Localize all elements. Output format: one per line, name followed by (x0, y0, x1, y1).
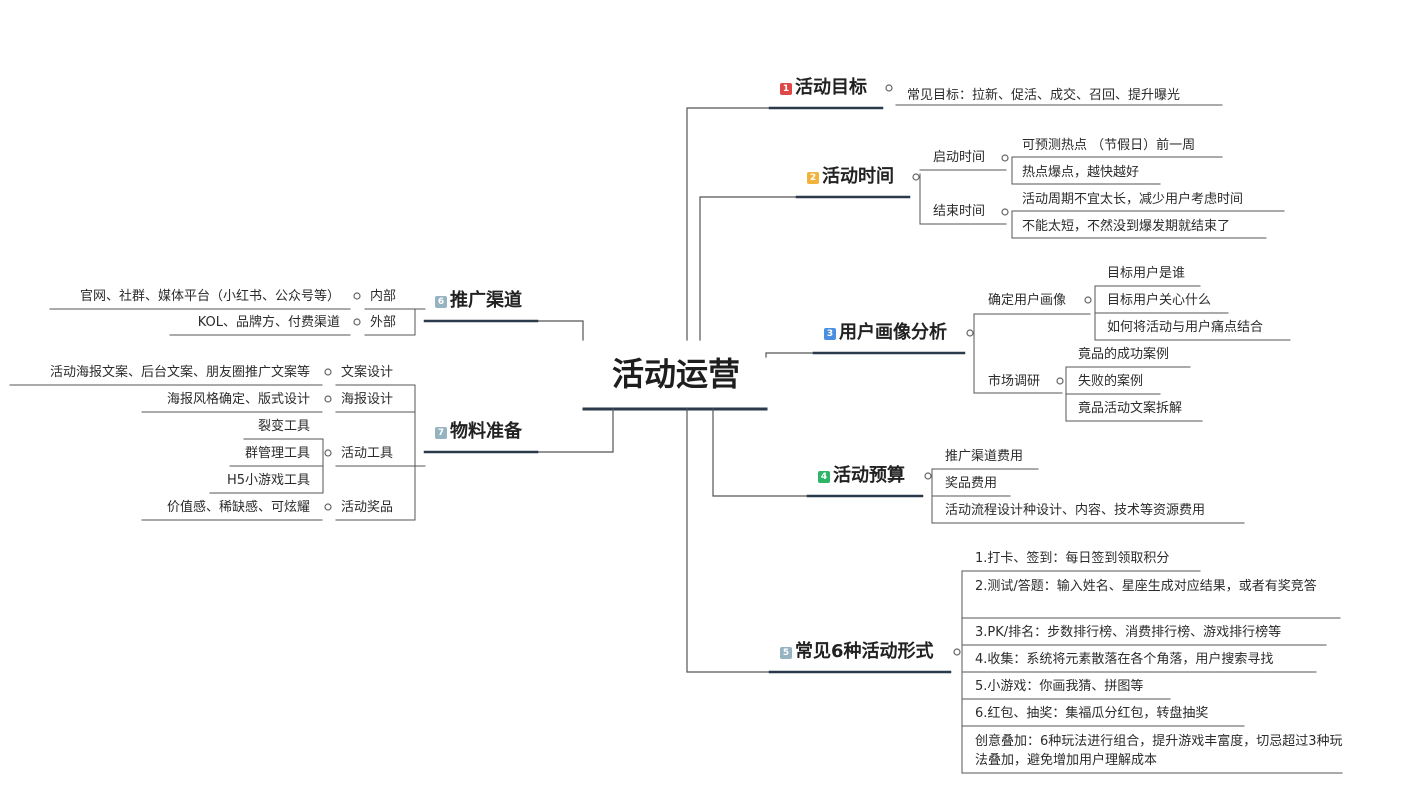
material-tools-item[interactable]: 裂变工具 (257, 419, 310, 434)
link-root-forms (686, 408, 771, 673)
material-prize-item[interactable]: 价值感、稀缺感、可炫耀 (166, 500, 310, 515)
material-copy-label[interactable]: 文案设计 (341, 365, 394, 380)
branch-material-title: 物料准备 (450, 421, 522, 442)
badge-channel: 6 (435, 296, 447, 308)
persona-research-item[interactable]: 竟品活动文案拆解 (1078, 401, 1183, 416)
persona-confirm-label[interactable]: 确定用户画像 (988, 293, 1067, 308)
collapse-dot-start (1001, 154, 1009, 162)
collapse-dot-confirm (1084, 296, 1092, 304)
material-poster-item[interactable]: 海报风格确定、版式设计 (166, 392, 310, 407)
budget-item[interactable]: 推广渠道费用 (945, 449, 1024, 464)
link-root-time (699, 196, 798, 341)
material-copy-item[interactable]: 活动海报文案、后台文案、朋友圈推广文案等 (49, 365, 310, 380)
collapse-dot-goal (885, 84, 893, 92)
goal-item[interactable]: 常见目标：拉新、促活、成交、召回、提升曝光 (907, 88, 1181, 103)
forms-item[interactable]: 2.测试/答题：输入姓名、星座生成对应结果，或者有奖竞答 (975, 579, 1317, 594)
channel-internal-label[interactable]: 内部 (370, 289, 397, 304)
channel-external-item[interactable]: KOL、品牌方、付费渠道 (197, 315, 340, 330)
link-root-persona (765, 352, 815, 358)
badge-material: 7 (435, 427, 447, 439)
link-root-channel (536, 320, 584, 341)
branch-time-title: 活动时间 (822, 166, 894, 187)
collapse-dot-external (353, 318, 361, 326)
material-tools-item[interactable]: H5小游戏工具 (226, 473, 310, 488)
time-end-item[interactable]: 不能太短，不然没到爆发期就结束了 (1022, 219, 1231, 234)
time-end-label[interactable]: 结束时间 (933, 204, 986, 219)
material-tools-label[interactable]: 活动工具 (341, 446, 394, 461)
material-poster-label[interactable]: 海报设计 (341, 392, 394, 407)
collapse-dot-research (1056, 377, 1064, 385)
badge-goal: 1 (780, 83, 792, 95)
persona-confirm-item[interactable]: 目标用户是谁 (1107, 266, 1186, 281)
branch-forms-title: 常见6种活动形式 (795, 641, 934, 662)
collapse-dot-time (912, 173, 920, 181)
badge-persona: 3 (824, 328, 836, 340)
time-start-item[interactable]: 可预测热点 （节假日）前一周 (1022, 138, 1196, 153)
badge-forms: 5 (780, 647, 792, 659)
branch-goal-title: 活动目标 (795, 77, 867, 98)
collapse-dot-poster (324, 395, 332, 403)
collapse-dot-internal (353, 292, 361, 300)
forms-item[interactable]: 6.红包、抽奖：集福瓜分红包，转盘抽奖 (975, 706, 1209, 721)
collapse-dot-prize (324, 503, 332, 511)
link-root-goal (686, 107, 771, 341)
branch-budget-title: 活动预算 (833, 465, 905, 486)
collapse-dot-forms (953, 648, 961, 656)
persona-research-item[interactable]: 竟品的成功案例 (1078, 347, 1170, 362)
channel-internal-item[interactable]: 官网、社群、媒体平台（小红书、公众号等） (79, 289, 340, 304)
link-root-material (536, 408, 614, 453)
persona-confirm-item[interactable]: 目标用户关心什么 (1107, 293, 1212, 308)
forms-item[interactable]: 创意叠加：6种玩法进行组合，提升游戏丰富度，切忌超过3种玩法叠加，避免增加用户理… (975, 734, 1343, 768)
time-start-item[interactable]: 热点爆点，越快越好 (1022, 165, 1140, 180)
branch-channel-title: 推广渠道 (450, 290, 522, 311)
time-start-label[interactable]: 启动时间 (933, 150, 986, 165)
persona-confirm-item[interactable]: 如何将活动与用户痛点结合 (1107, 320, 1264, 335)
forms-item[interactable]: 4.收集：系统将元素散落在各个角落，用户搜索寻找 (975, 652, 1274, 667)
collapse-dot-tools (324, 449, 332, 457)
collapse-dot-budget (924, 472, 932, 480)
link-root-budget (712, 408, 809, 497)
material-prize-label[interactable]: 活动奖品 (341, 500, 394, 515)
collapse-dot-copy (324, 368, 332, 376)
badge-budget: 4 (818, 471, 830, 483)
forms-item[interactable]: 5.小游戏：你画我猜、拼图等 (975, 679, 1144, 694)
branch-persona-title: 用户画像分析 (839, 322, 947, 343)
forms-item[interactable]: 1.打卡、签到：每日签到领取积分 (975, 551, 1170, 566)
channel-external-label[interactable]: 外部 (370, 315, 397, 330)
badge-time: 2 (807, 172, 819, 184)
collapse-dot-end (1001, 208, 1009, 216)
collapse-dot-persona (966, 329, 974, 337)
budget-item[interactable]: 奖品费用 (945, 476, 998, 491)
forms-item[interactable]: 3.PK/排名：步数排行榜、消费排行榜、游戏排行榜等 (975, 625, 1282, 640)
persona-research-label[interactable]: 市场调研 (988, 374, 1041, 389)
persona-research-item[interactable]: 失败的案例 (1078, 374, 1144, 389)
root-topic[interactable]: 活动运营 (611, 355, 740, 393)
budget-item[interactable]: 活动流程设计种设计、内容、技术等资源费用 (945, 503, 1206, 518)
time-end-item[interactable]: 活动周期不宜太长，减少用户考虑时间 (1022, 192, 1244, 207)
material-tools-item[interactable]: 群管理工具 (244, 446, 310, 461)
